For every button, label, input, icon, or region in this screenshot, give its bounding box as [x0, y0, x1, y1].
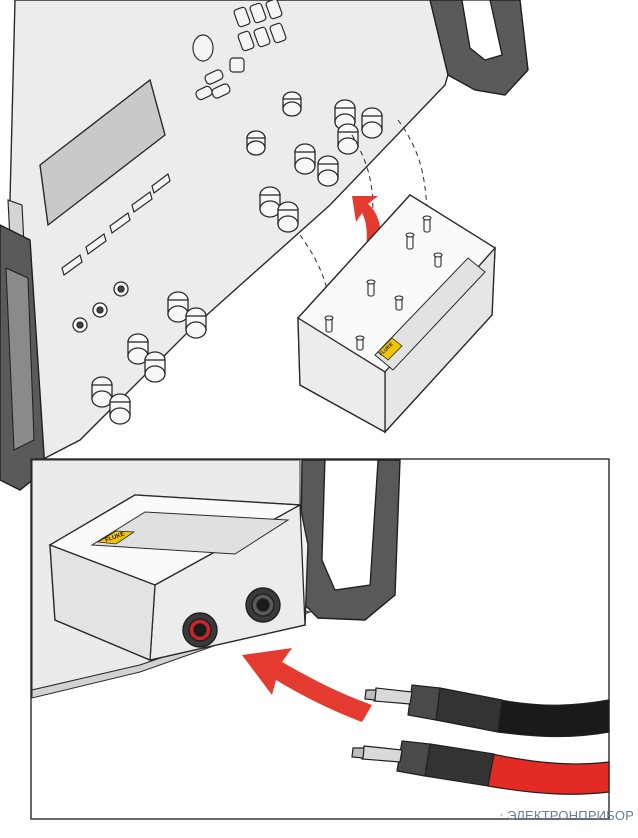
detail-inset: FLUKE — [30, 458, 610, 820]
red-test-lead — [351, 740, 610, 795]
binding-posts — [91, 91, 383, 425]
watermark: ЭЛЕКТРОНПРИБОР — [500, 796, 634, 834]
adapter-module-top: FLUKE — [296, 194, 496, 434]
input-sockets — [182, 587, 281, 648]
adapter-label-inset — [90, 511, 290, 555]
brand-badge-inset — [96, 530, 136, 545]
watermark-text: ЭЛЕКТРОНПРИБОР — [507, 807, 634, 823]
keypad — [192, 0, 287, 101]
soft-keys — [61, 172, 171, 276]
insert-arrow-inset — [242, 648, 372, 722]
display-window — [39, 78, 166, 227]
atom-icon — [500, 813, 504, 817]
round-jacks — [72, 281, 129, 333]
brand-badge-top — [377, 337, 403, 361]
calibrator-front-panel — [0, 0, 529, 491]
adapter-label-top — [374, 257, 486, 371]
black-test-lead — [364, 684, 610, 738]
adapter-pins-top — [324, 215, 443, 351]
